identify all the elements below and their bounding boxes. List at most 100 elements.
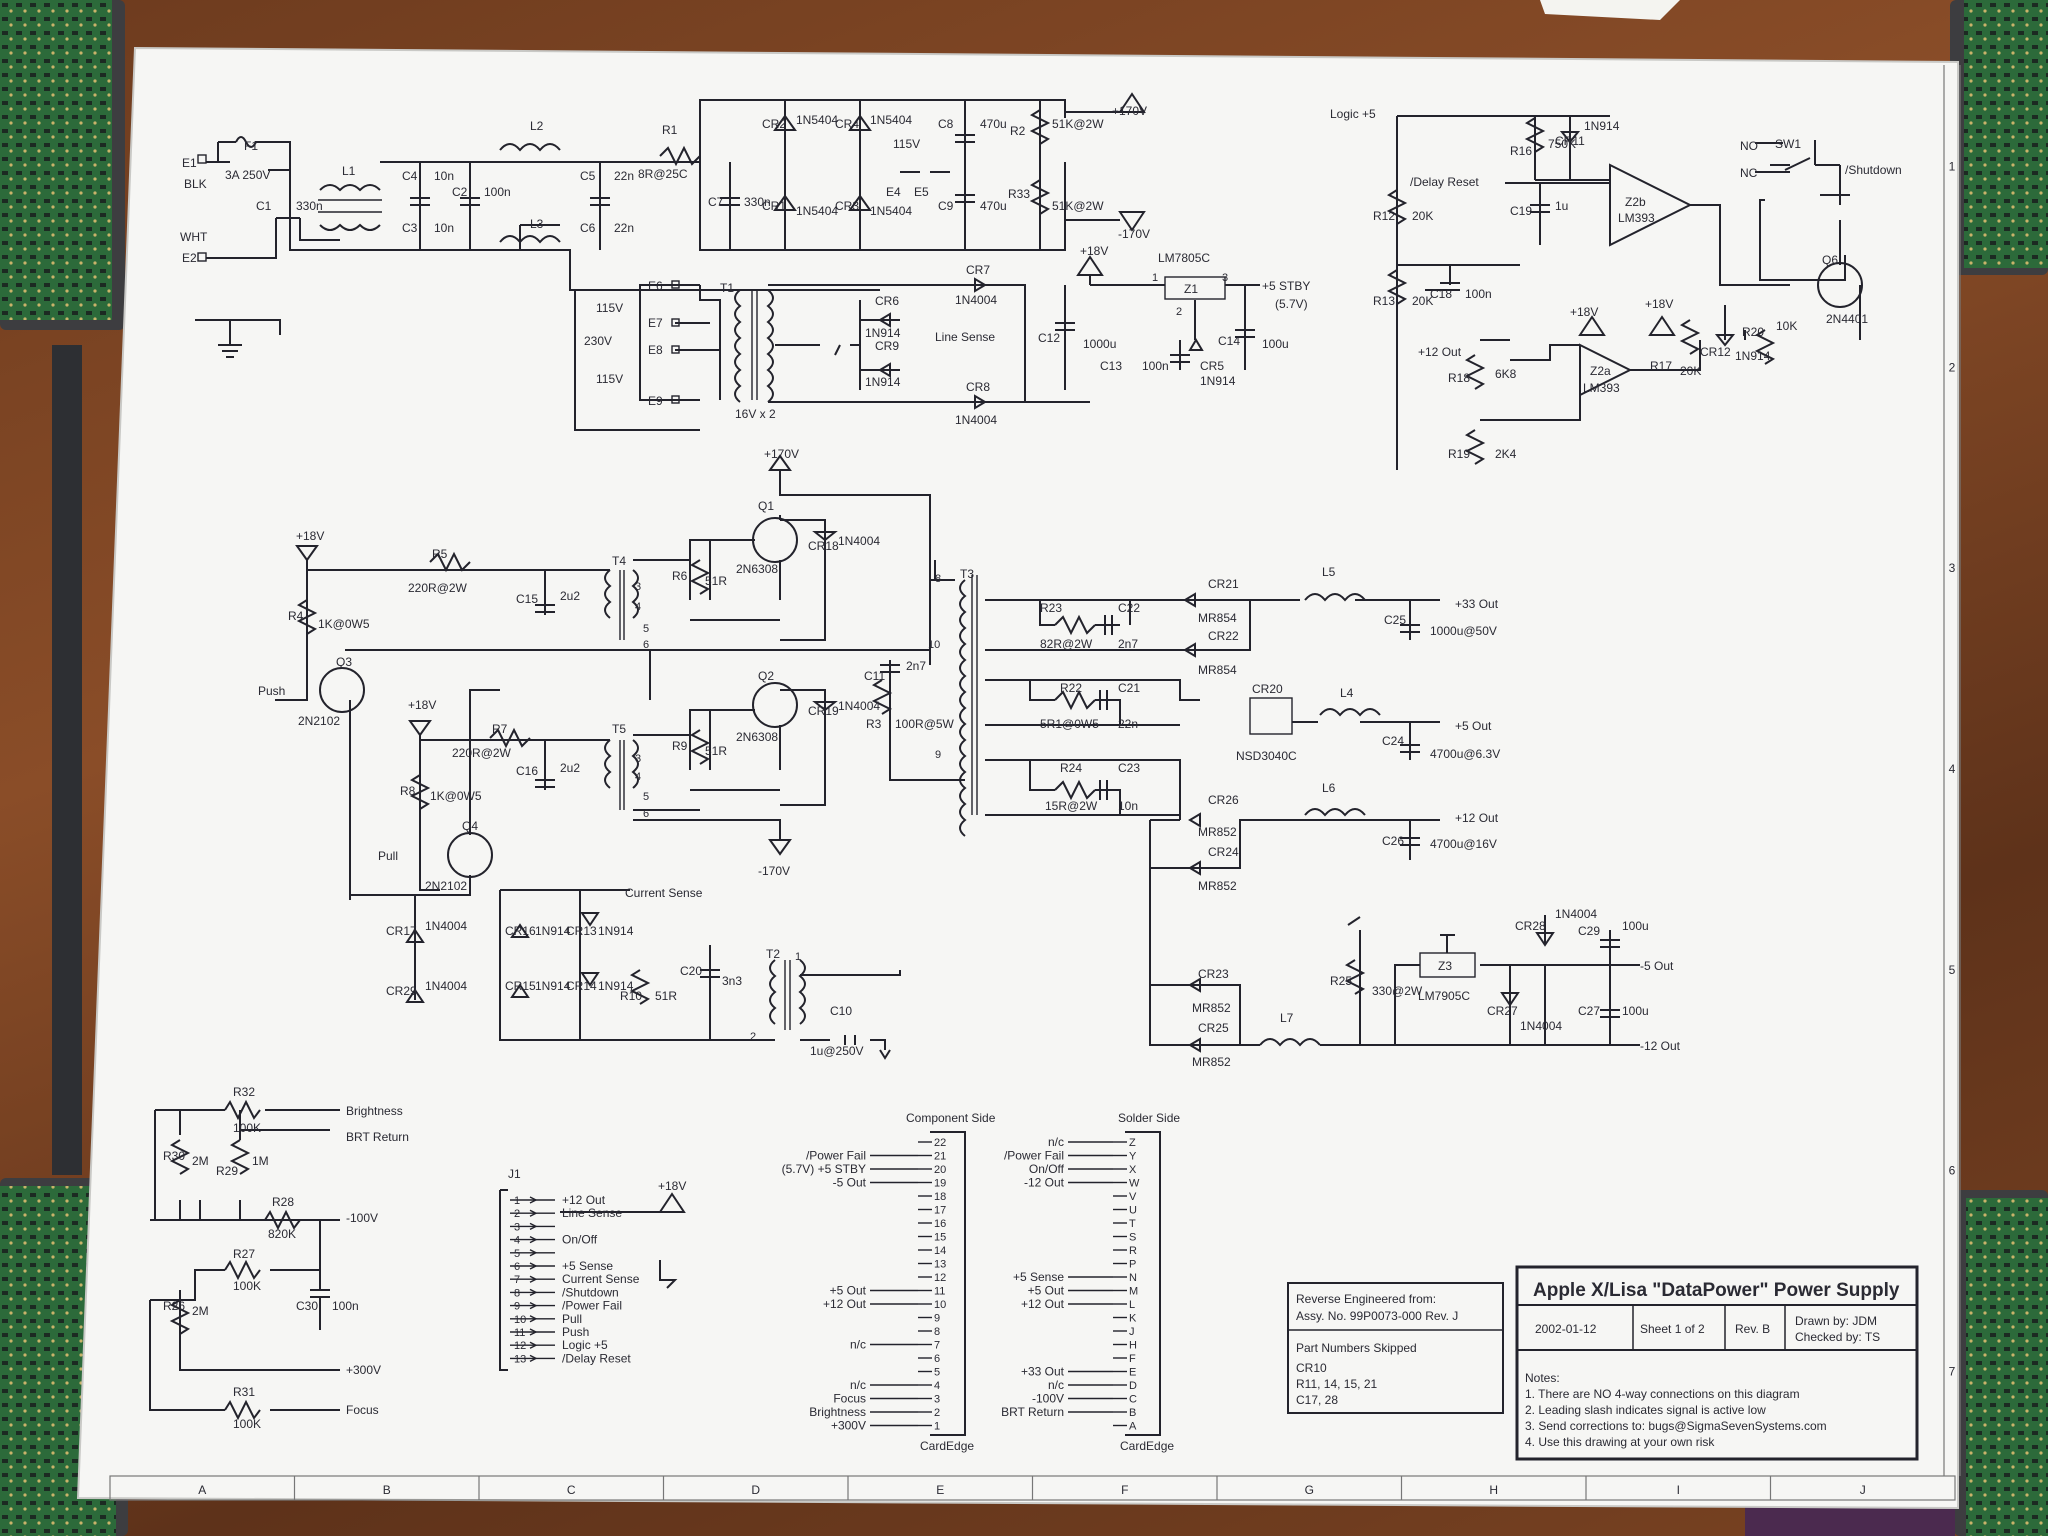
C15-label: C15 bbox=[516, 592, 538, 606]
T2-label: T2 bbox=[766, 947, 780, 961]
R9-label: R9 bbox=[672, 739, 688, 753]
R18-label: R18 bbox=[1448, 371, 1470, 385]
T3-label: T3 bbox=[960, 567, 974, 581]
R20-label: R20 bbox=[1742, 325, 1764, 339]
CR29-value: 1N4004 bbox=[425, 979, 467, 993]
C24-label: C24 bbox=[1382, 734, 1404, 748]
C9-label: C9 bbox=[938, 199, 954, 213]
R19-label: R19 bbox=[1448, 447, 1470, 461]
card_edge_solder-pin-B: B bbox=[1129, 1407, 1136, 1419]
C26-label: C26 bbox=[1382, 834, 1404, 848]
Z2b-value: LM393 bbox=[1618, 211, 1655, 225]
CR28-value: 1N4004 bbox=[1555, 907, 1597, 921]
solder-side-title: Solder Side bbox=[1118, 1111, 1180, 1125]
E1-label: E1 bbox=[182, 156, 197, 170]
T4-pin6: 6 bbox=[643, 639, 649, 651]
CR28-label: CR28 bbox=[1515, 919, 1546, 933]
R32-value: 100K bbox=[233, 1121, 261, 1135]
SW1-label: SW1 bbox=[1775, 137, 1801, 151]
note-1: 1. There are NO 4-way connections on thi… bbox=[1525, 1387, 1800, 1401]
circuit-board-top-right bbox=[1950, 0, 2048, 275]
card_edge_component-pin-2: 2 bbox=[934, 1407, 940, 1419]
grid-col-H: H bbox=[1489, 1483, 1498, 1497]
purple-object bbox=[1745, 1505, 1955, 1536]
CR9-value: 1N914 bbox=[865, 375, 901, 389]
card_edge_solder-label-E: +33 Out bbox=[1021, 1365, 1065, 1379]
note-2: 2. Leading slash indicates signal is act… bbox=[1525, 1403, 1766, 1417]
Q1-value: 2N6308 bbox=[736, 562, 778, 576]
T5-pin5: 5 bbox=[643, 791, 649, 803]
j1-pin-label: Line Sense bbox=[562, 1206, 622, 1220]
C19-label: C19 bbox=[1510, 204, 1532, 218]
j1-pin-label: Logic +5 bbox=[562, 1338, 608, 1352]
CR18-value: 1N4004 bbox=[838, 534, 880, 548]
card_edge_solder-pin-W: W bbox=[1129, 1178, 1140, 1190]
j1-pin-number: 6 bbox=[514, 1261, 520, 1273]
R29-value: 1M bbox=[252, 1154, 269, 1168]
CR13-value: 1N914 bbox=[598, 924, 634, 938]
j1-label: J1 bbox=[508, 1167, 521, 1181]
j1-pin-arrow bbox=[529, 1354, 538, 1363]
CR20-value: NSD3040C bbox=[1236, 749, 1297, 763]
card_edge_solder-pin-U: U bbox=[1129, 1205, 1137, 1217]
T1-value: 16V x 2 bbox=[735, 407, 776, 421]
R23-label: R23 bbox=[1040, 601, 1062, 615]
CR6-value: 1N914 bbox=[865, 326, 901, 340]
Z2b-label: Z2b bbox=[1625, 195, 1646, 209]
grid-row-1: 1 bbox=[1949, 159, 1956, 173]
CR1-label: CR1 bbox=[762, 199, 786, 213]
CR23-label: CR23 bbox=[1198, 967, 1229, 981]
card_edge_solder-label-M: +5 Out bbox=[1028, 1284, 1065, 1298]
card_edge_component-label-21: /Power Fail bbox=[806, 1149, 866, 1163]
R2-label: R2 bbox=[1010, 124, 1026, 138]
C19-value: 1u bbox=[1555, 199, 1568, 213]
card_edge_component-label-7: n/c bbox=[850, 1338, 866, 1352]
CR16-label: CR16 bbox=[505, 924, 536, 938]
CR26-label: CR26 bbox=[1208, 793, 1239, 807]
CR4-label: CR4 bbox=[835, 117, 859, 131]
card_edge_component-pin-18: 18 bbox=[934, 1191, 946, 1203]
title-date: 2002-01-12 bbox=[1535, 1322, 1597, 1336]
j1-pin-number: 4 bbox=[514, 1235, 520, 1247]
R28-label: R28 bbox=[272, 1195, 294, 1209]
grid-col-J: J bbox=[1860, 1483, 1866, 1497]
j1-pin-number: 2 bbox=[514, 1208, 520, 1220]
T4-label: T4 bbox=[612, 554, 626, 568]
L5-label: L5 bbox=[1322, 565, 1336, 579]
grid-row-4: 4 bbox=[1949, 762, 1956, 776]
j1-pin-arrow bbox=[529, 1196, 538, 1204]
component-side-footer: CardEdge bbox=[920, 1439, 974, 1453]
card_edge_solder-pin-N: N bbox=[1129, 1272, 1137, 1284]
NO-label: NO bbox=[1740, 139, 1758, 153]
NC-label: NC bbox=[1740, 166, 1758, 180]
T5-label: T5 bbox=[612, 722, 626, 736]
card_edge_component-pin-15: 15 bbox=[934, 1232, 946, 1244]
brightness-label: Brightness bbox=[346, 1104, 403, 1118]
j1-pin-arrow bbox=[529, 1222, 538, 1231]
title-rev: Rev. B bbox=[1735, 1322, 1770, 1336]
Q4-label: Q4 bbox=[462, 819, 478, 833]
C29-label: C29 bbox=[1578, 924, 1600, 938]
p170-label: +170V bbox=[1112, 104, 1147, 118]
R13-label: R13 bbox=[1373, 294, 1395, 308]
j1-pin-label: Pull bbox=[562, 1312, 582, 1326]
card_edge_solder-pin-R: R bbox=[1129, 1245, 1137, 1257]
card_edge_solder-pin-D: D bbox=[1129, 1380, 1137, 1392]
card_edge_component-label-10: +12 Out bbox=[823, 1297, 867, 1311]
R32-label: R32 bbox=[233, 1085, 255, 1099]
C25-value: 1000u@50V bbox=[1430, 624, 1497, 638]
E4-label: E4 bbox=[886, 185, 901, 199]
j1-pin-arrow bbox=[529, 1262, 538, 1270]
R16-label: R16 bbox=[1510, 144, 1532, 158]
reverse-engineered-block: Reverse Engineered from: Assy. No. 99P00… bbox=[1287, 1282, 1504, 1414]
card_edge_component-pin-16: 16 bbox=[934, 1218, 946, 1230]
card_edge_component-label-19: -5 Out bbox=[833, 1176, 867, 1190]
C23-value: 10n bbox=[1118, 799, 1138, 813]
card_edge_solder-label-C: -100V bbox=[1032, 1392, 1064, 1406]
Q3-label: Q3 bbox=[336, 655, 352, 669]
CR6-label: CR6 bbox=[875, 294, 899, 308]
R19-value: 2K4 bbox=[1495, 447, 1517, 461]
C20-label: C20 bbox=[680, 964, 702, 978]
C29-value: 100u bbox=[1622, 919, 1649, 933]
R33-value: 51K@2W bbox=[1052, 199, 1104, 213]
